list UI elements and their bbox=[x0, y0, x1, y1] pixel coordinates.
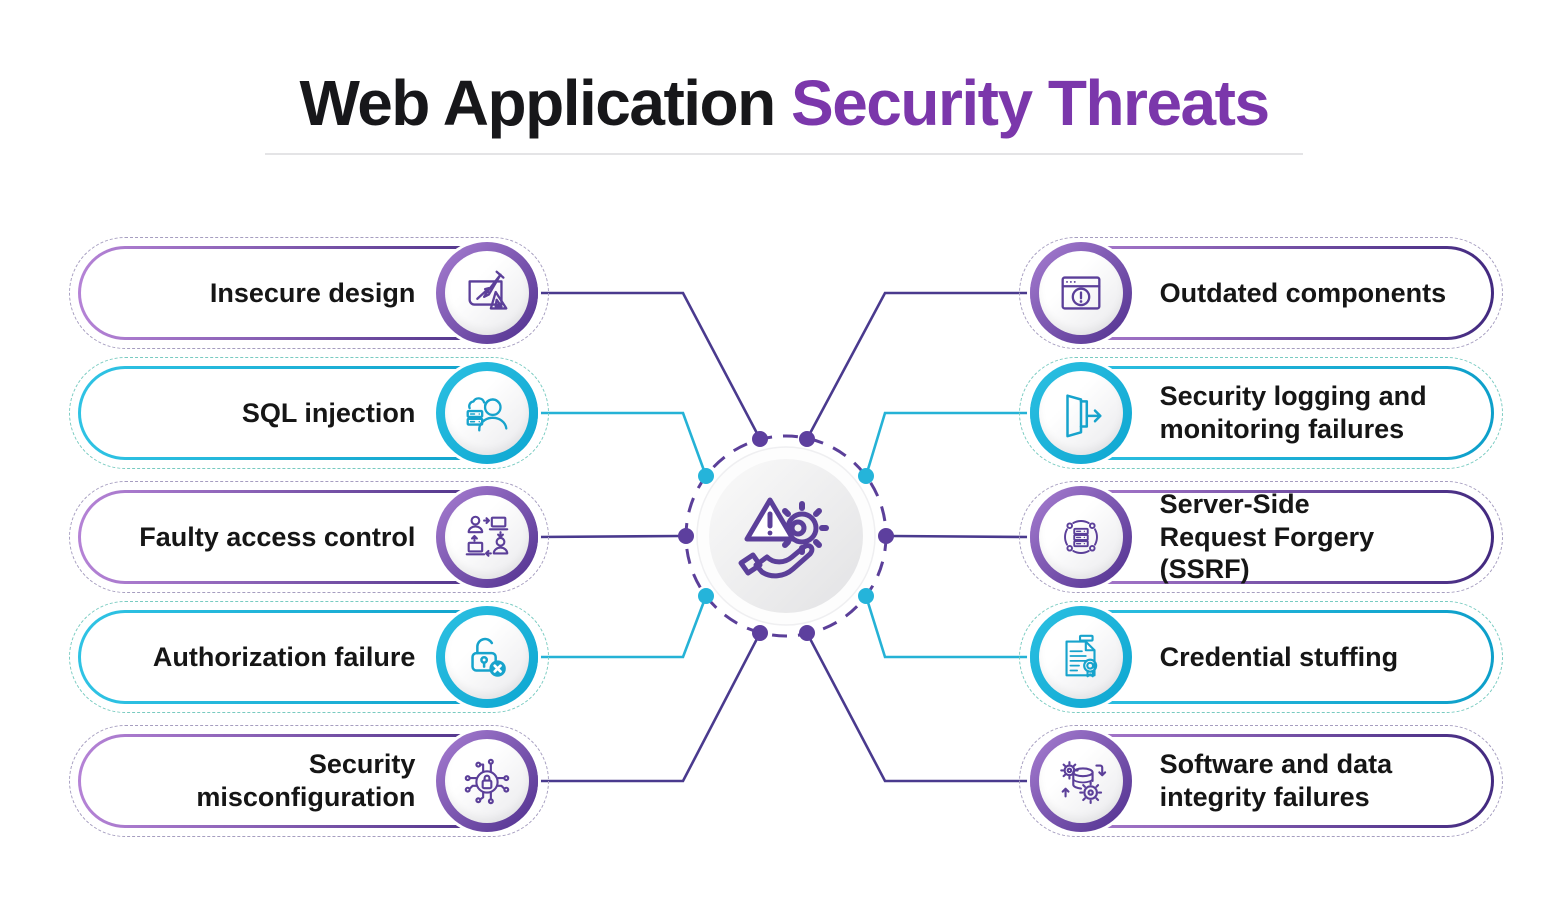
threat-pill-insecure-design: Insecure design bbox=[69, 237, 549, 349]
dot-top-right-purple bbox=[799, 431, 815, 447]
threat-label: Insecure design bbox=[209, 277, 416, 308]
connector-ssrf bbox=[891, 534, 1032, 539]
threat-label: Faulty access control bbox=[139, 521, 416, 552]
pill-dashed-outline bbox=[1019, 481, 1503, 593]
dot-left-purple bbox=[678, 528, 694, 544]
hacker-database-icon bbox=[466, 397, 508, 432]
pill-icon-ring bbox=[436, 486, 538, 588]
threat-label: Outdated components bbox=[1159, 277, 1447, 308]
threat-pill-credential-stuffing: Credential stuffing bbox=[1019, 601, 1503, 713]
threat-pill-authorization-failure: Authorization failure bbox=[69, 601, 549, 713]
pill-dashed-outline bbox=[1019, 357, 1503, 469]
pill-dashed-outline bbox=[1019, 601, 1503, 713]
dot-top-left-purple bbox=[752, 431, 768, 447]
dot-lower-left-cyan bbox=[698, 588, 714, 604]
server-sync-icon bbox=[1064, 520, 1098, 554]
pill-dashed-outline bbox=[69, 601, 549, 713]
hub-dots bbox=[678, 431, 894, 641]
pill-icon-ring bbox=[1030, 606, 1132, 708]
blueprint-pencil-icon bbox=[468, 270, 508, 310]
pill-dashed-outline bbox=[69, 357, 549, 469]
pill-icon-ring bbox=[436, 606, 538, 708]
connector-security-misconfiguration bbox=[537, 632, 762, 783]
connector-sql-injection bbox=[537, 411, 708, 477]
connector-insecure-design bbox=[537, 291, 762, 440]
gears-database-sync-icon bbox=[1060, 761, 1107, 805]
threat-pill-security-logging: Security logging and monitoring failures bbox=[1019, 357, 1503, 469]
threat-pill-ssrf: Server-Side Request Forgery (SSRF) bbox=[1019, 481, 1503, 593]
hand-warning-gear-icon bbox=[738, 497, 829, 579]
pill-icon-ring bbox=[1030, 730, 1132, 832]
dot-upper-left-cyan bbox=[698, 468, 714, 484]
certificate-seal-icon bbox=[1065, 634, 1098, 678]
threat-pill-software-integrity: Software and data integrity failures bbox=[1019, 725, 1503, 837]
pill-icon-ring bbox=[436, 362, 538, 464]
browser-warning-icon bbox=[1061, 276, 1101, 310]
page-title: Web Application Security Threats bbox=[0, 67, 1568, 139]
threat-label: SQL injection bbox=[241, 397, 416, 428]
threat-pill-faulty-access-control: Faulty access control bbox=[69, 481, 549, 593]
connector-authorization-failure bbox=[537, 595, 708, 659]
pill-dashed-outline bbox=[69, 481, 549, 593]
title-part-black: Web Application bbox=[299, 67, 776, 139]
door-exit-arrow-icon bbox=[1066, 394, 1102, 438]
pill-icon-ring bbox=[436, 730, 538, 832]
threat-pill-security-misconfiguration: Security misconfiguration bbox=[69, 725, 549, 837]
connector-faulty-access-control bbox=[536, 534, 681, 539]
threat-label: Credential stuffing bbox=[1159, 641, 1399, 672]
threat-pill-sql-injection: SQL injection bbox=[69, 357, 549, 469]
threat-label: Software and data integrity failures bbox=[1159, 749, 1393, 812]
threat-label: Security logging and monitoring failures bbox=[1159, 381, 1427, 444]
title-divider bbox=[265, 153, 1303, 156]
threat-label: Security misconfiguration bbox=[196, 749, 416, 812]
dot-right-purple bbox=[878, 528, 894, 544]
connector-security-logging bbox=[864, 411, 1031, 477]
connector-credential-stuffing bbox=[864, 595, 1031, 659]
connector-outdated-components bbox=[805, 291, 1031, 440]
unlocked-padlock-x-icon bbox=[471, 637, 506, 677]
circuit-lock-icon bbox=[464, 758, 510, 805]
connector-software-integrity bbox=[805, 632, 1031, 783]
pill-dashed-outline bbox=[1019, 725, 1503, 837]
dot-upper-right-cyan bbox=[858, 468, 874, 484]
connector-lines bbox=[536, 291, 1032, 783]
pill-border: Security misconfiguration bbox=[78, 734, 540, 828]
pill-dashed-outline bbox=[1019, 237, 1503, 349]
pill-icon-ring bbox=[1030, 362, 1132, 464]
title-part-purple: Security Threats bbox=[791, 67, 1270, 139]
dot-lower-right-cyan bbox=[858, 588, 874, 604]
header: Web Application Security Threats bbox=[0, 67, 1568, 156]
pill-dashed-outline bbox=[69, 237, 549, 349]
pill-icon-ring bbox=[436, 242, 538, 344]
dot-bottom-right-purple bbox=[799, 625, 815, 641]
threat-label: Server-Side Request Forgery (SSRF) bbox=[1159, 488, 1375, 585]
users-network-icon bbox=[465, 515, 509, 557]
pill-icon-ring bbox=[1030, 242, 1132, 344]
threat-pill-outdated-components: Outdated components bbox=[1019, 237, 1503, 349]
pill-dashed-outline bbox=[69, 725, 549, 837]
pill-icon-ring bbox=[1030, 486, 1132, 588]
threat-label: Authorization failure bbox=[152, 641, 416, 672]
dot-bottom-left-purple bbox=[752, 625, 768, 641]
